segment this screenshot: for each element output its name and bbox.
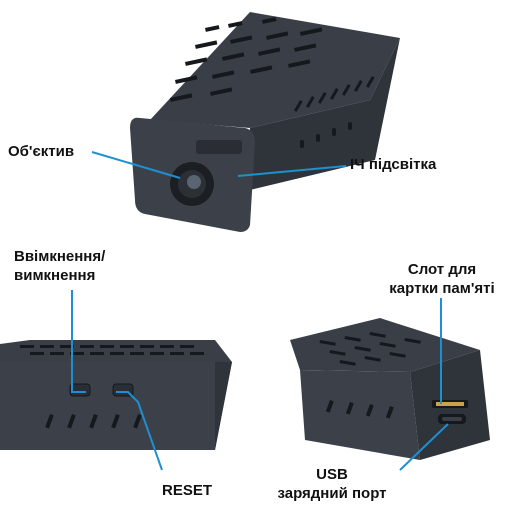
slot-label-line2: картки пам'яті bbox=[389, 280, 495, 297]
ir-label: ІЧ підсвітка bbox=[350, 156, 437, 173]
usb-label-line1: USB bbox=[316, 466, 348, 483]
power-label-line2: вимкнення bbox=[14, 267, 96, 284]
usb-label-line2: зарядний порт bbox=[277, 485, 387, 502]
reset-label: RESET bbox=[162, 482, 213, 499]
camera-top bbox=[130, 12, 400, 232]
pointer-lines bbox=[71, 151, 449, 471]
camera-left bbox=[0, 340, 232, 450]
slot-label-line1: Слот для bbox=[407, 261, 477, 278]
camera-right bbox=[290, 318, 490, 460]
lens-label: Об'єктив bbox=[8, 143, 75, 160]
power-label-line1: Ввімкнення/ bbox=[14, 248, 106, 265]
